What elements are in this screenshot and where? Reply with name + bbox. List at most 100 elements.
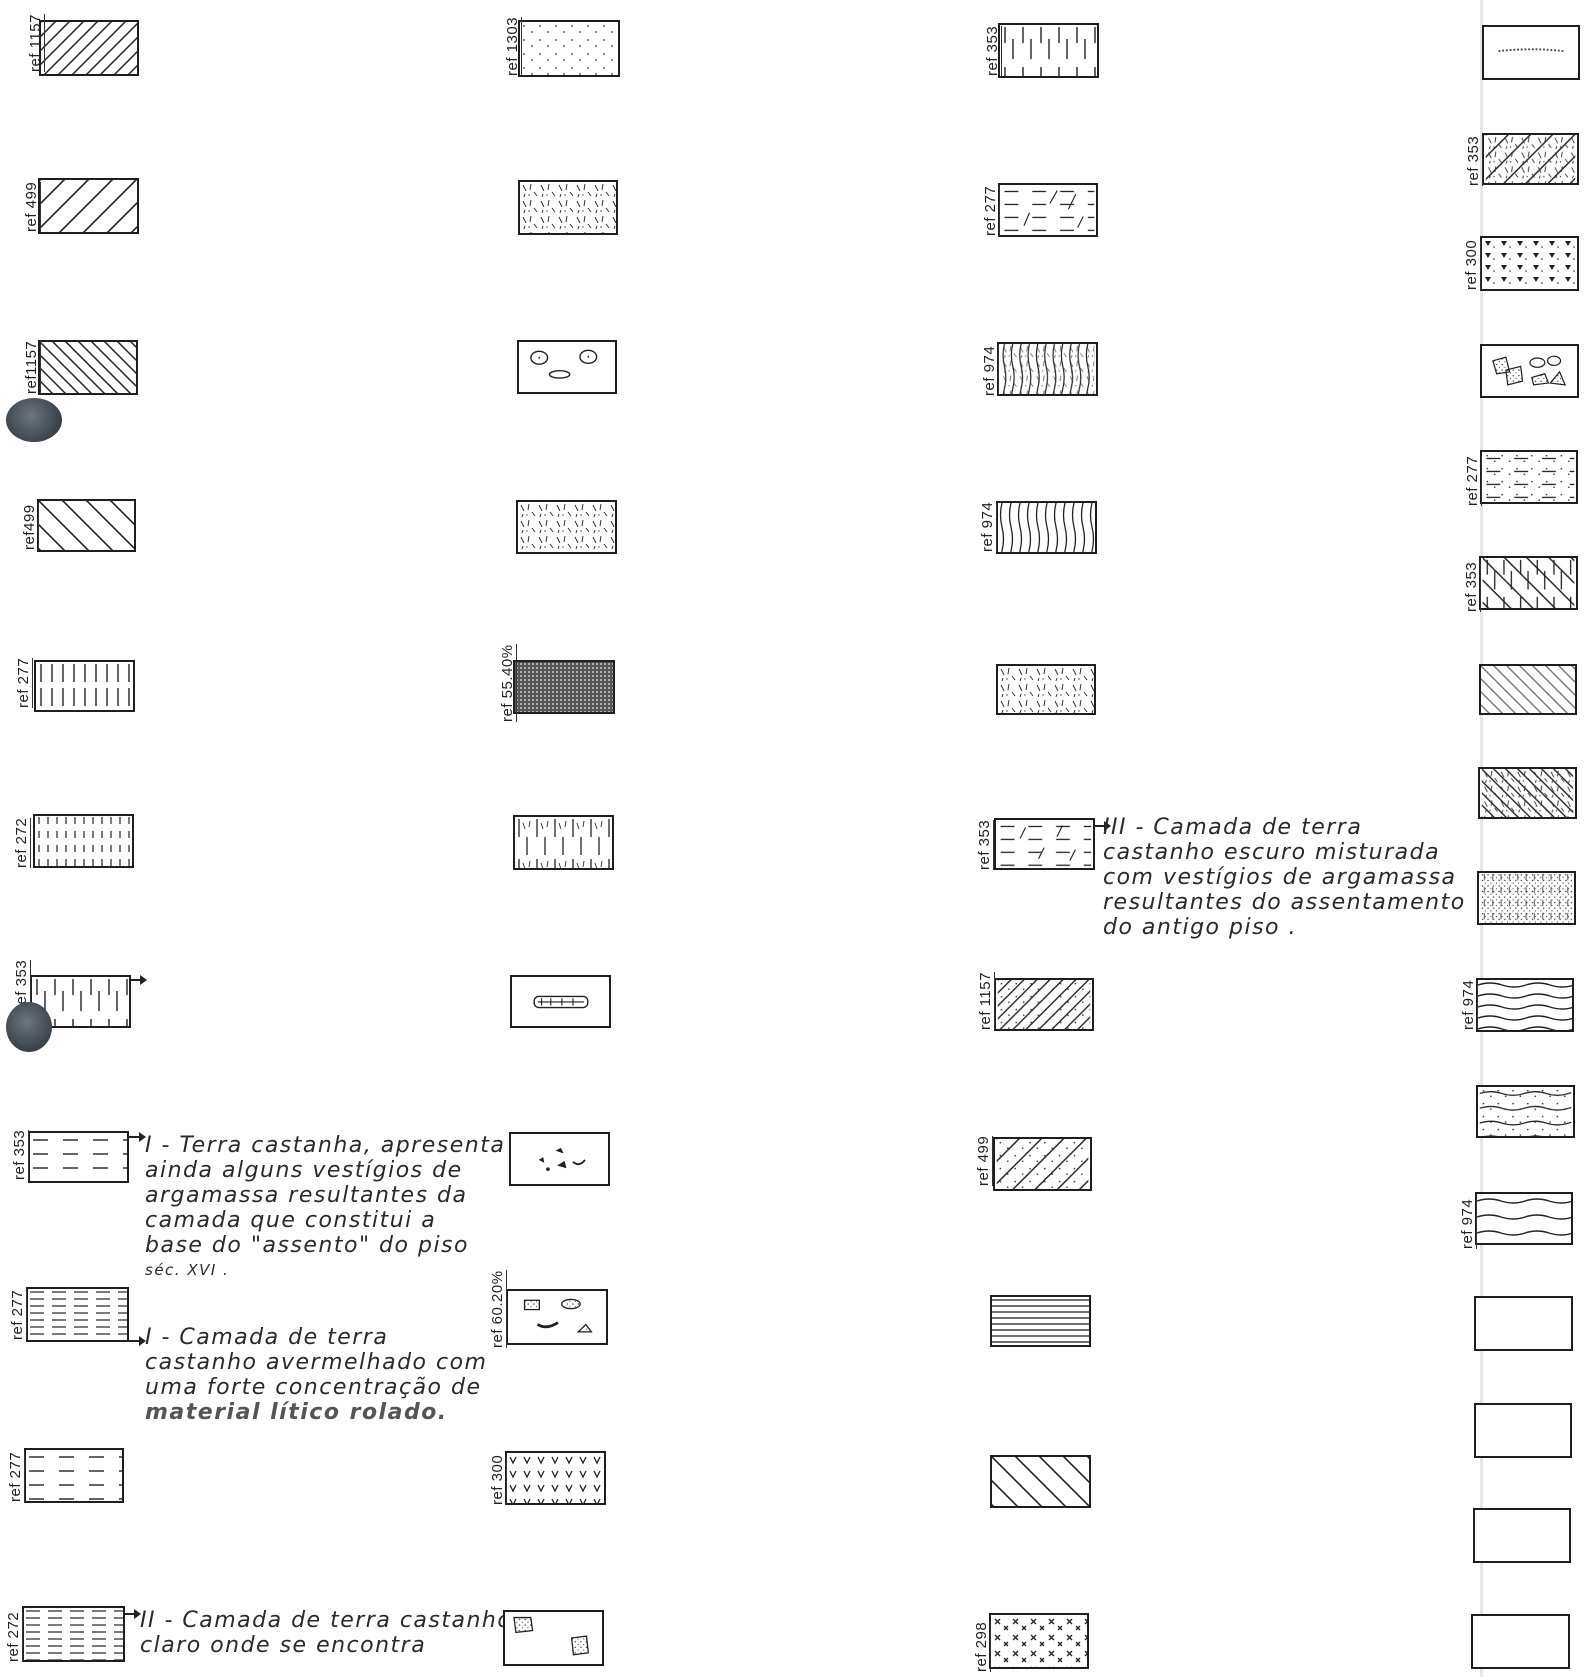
legend-swatch [517, 340, 617, 394]
ref-label: ref 499 [24, 182, 41, 232]
ref-label: ref 353 [977, 820, 994, 870]
ref-label: ref 60.20% [490, 1270, 507, 1348]
ref-label: ref 277 [16, 658, 33, 708]
legend-swatch [1478, 767, 1577, 819]
legend-swatch [39, 20, 139, 76]
legend-swatch [22, 1606, 125, 1662]
legend-swatch [503, 1610, 604, 1666]
legend-swatch [1480, 236, 1579, 291]
ref-label: ref 353 [12, 1130, 29, 1180]
ref-label: ref 277 [10, 1290, 27, 1340]
note-line: resultantes do assentamento [1103, 890, 1466, 915]
legend-swatch [1480, 450, 1578, 504]
ref-label: ref1157 [24, 341, 41, 394]
legend-swatch [513, 660, 615, 714]
legend-swatch [37, 499, 136, 552]
legend-swatch-empty [1474, 1296, 1573, 1351]
note-line: do antigo piso . [1103, 915, 1466, 940]
ref-label: ref 974 [1461, 980, 1478, 1030]
ref-label: ref 300 [490, 1455, 507, 1505]
note-line: castanho avermelhado com [145, 1350, 487, 1375]
legend-swatch [1480, 344, 1579, 398]
legend-swatch [38, 178, 139, 234]
legend-swatch [518, 180, 618, 235]
legend-swatch [505, 1451, 606, 1505]
note-line: castanho escuro misturada [1103, 840, 1466, 865]
layer-1-note: I - Terra castanha, apresenta ainda algu… [145, 1133, 505, 1283]
note-line: material lítico rolado. [145, 1400, 487, 1425]
legend-swatch [1476, 1085, 1575, 1138]
ref-label: ref 1157 [978, 972, 995, 1030]
legend-swatch [510, 975, 611, 1028]
ref-label: ref 974 [980, 502, 997, 552]
legend-swatch [33, 814, 134, 868]
layer-1b-note: I - Camada de terra castanho avermelhado… [145, 1325, 487, 1425]
note-line: com vestígios de argamassa [1103, 865, 1466, 890]
pointer-arrow [125, 1613, 135, 1615]
ink-smudge [6, 398, 62, 442]
ref-label: ref 272 [6, 1612, 23, 1662]
ref-label: ref 298 [974, 1622, 991, 1672]
legend-swatch [34, 660, 135, 712]
legend-swatch [996, 664, 1096, 715]
legend-swatch [506, 1289, 608, 1345]
legend-swatch [1479, 556, 1578, 610]
ref-label: ref 1157 [28, 14, 45, 72]
note-line: base do "assento" do piso [145, 1233, 505, 1258]
ref-label: ref 55.40% [500, 644, 517, 722]
note-line: I - Camada de terra [145, 1325, 487, 1350]
legend-swatch [513, 815, 614, 870]
note-line: ainda alguns vestígios de [145, 1158, 505, 1183]
legend-swatch [518, 20, 620, 77]
ref-label: ref 353 [1464, 562, 1481, 612]
ref-label: ref 1303 [505, 17, 522, 76]
legend-swatch [28, 1131, 129, 1183]
pointer-arrow [131, 979, 141, 981]
ref-label: ref 974 [982, 346, 999, 396]
legend-swatch [1477, 871, 1576, 925]
legend-swatch [993, 1137, 1092, 1191]
legend-swatch [997, 342, 1098, 396]
ref-label: ref 353 [985, 26, 1002, 76]
legend-swatch [1476, 978, 1574, 1032]
legend-swatch [516, 500, 617, 554]
legend-swatch-empty [1473, 1508, 1571, 1563]
legend-swatch [1479, 664, 1577, 715]
legend-swatch [990, 1295, 1091, 1347]
legend-swatch-empty [1474, 1403, 1572, 1458]
note-line: séc. XVI . [145, 1258, 505, 1283]
note-line: III - Camada de terra [1103, 815, 1466, 840]
legend-swatch-empty [1471, 1614, 1570, 1669]
legend-swatch [26, 1287, 129, 1342]
note-line: argamassa resultantes da [145, 1183, 505, 1208]
ref-label: ref 277 [8, 1452, 25, 1502]
legend-swatch [989, 1613, 1089, 1669]
ref-label: ref 277 [983, 186, 1000, 236]
note-line: II - Camada de terra castanho [140, 1608, 512, 1633]
layer-3-note: III - Camada de terra castanho escuro mi… [1103, 815, 1466, 940]
legend-swatch [38, 340, 138, 395]
ref-label: ref 974 [1460, 1199, 1477, 1249]
legend-swatch [994, 978, 1094, 1031]
legend-swatch [996, 501, 1097, 554]
ref-label: ref 277 [1465, 456, 1482, 506]
legend-swatch [1482, 25, 1580, 80]
legend-swatch [998, 23, 1099, 78]
legend-swatch [24, 1448, 124, 1503]
note-line: camada que constitui a [145, 1208, 505, 1233]
legend-swatch [1482, 133, 1579, 185]
legend-swatch [994, 818, 1095, 870]
ink-smudge [6, 1002, 52, 1052]
ref-label: ref 272 [14, 818, 31, 868]
legend-swatch [509, 1132, 610, 1186]
legend-swatch [990, 1455, 1091, 1508]
ref-label: ref 300 [1464, 240, 1481, 290]
note-line: uma forte concentração de [145, 1375, 487, 1400]
layer-2-note: II - Camada de terra castanho claro onde… [140, 1608, 512, 1658]
ref-label: ref 499 [976, 1136, 993, 1186]
ref-label: ref499 [22, 504, 39, 550]
pointer-arrow [129, 1136, 140, 1138]
ref-label: ref 353 [1466, 136, 1483, 186]
legend-swatch [998, 183, 1098, 237]
pointer-arrow [129, 1340, 140, 1342]
